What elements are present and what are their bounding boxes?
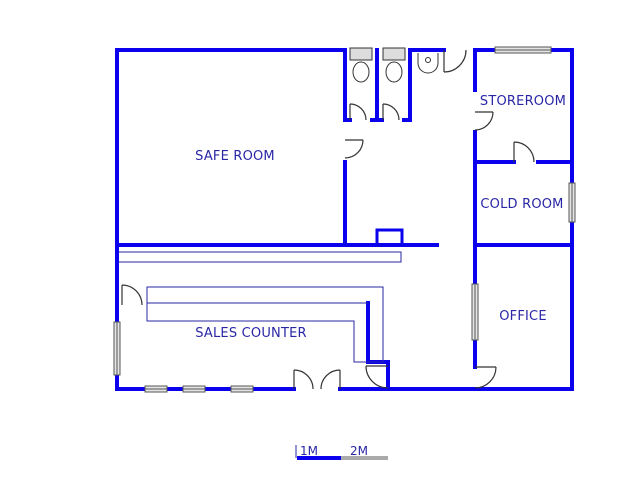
- label-cold-room: COLD ROOM: [480, 197, 563, 212]
- scale-label-2m: 2M: [350, 444, 368, 458]
- scale-label-1m: 1M: [300, 444, 318, 458]
- pillar-stub: [375, 228, 404, 247]
- door-sales-area: [121, 284, 143, 306]
- room-labels: SAFE ROOM STOREROOM COLD ROOM OFFICE SAL…: [195, 94, 566, 341]
- doors: [121, 49, 535, 390]
- door-cold-room: [513, 141, 535, 163]
- door-counter: [365, 365, 389, 389]
- counter-outlines: [119, 251, 402, 363]
- toilet-2-icon: [382, 47, 406, 83]
- basin-icon: [417, 53, 439, 74]
- label-safe-room: SAFE ROOM: [195, 149, 275, 164]
- door-top-entrance: [443, 49, 467, 73]
- door-storeroom: [474, 111, 494, 131]
- door-main-entrance: [293, 369, 341, 390]
- door-toilet-1: [349, 103, 367, 121]
- fixtures: [349, 47, 439, 83]
- door-office: [474, 366, 497, 389]
- sales-counter-outline: [146, 286, 384, 363]
- counter-shelf-upper: [119, 251, 402, 263]
- toilet-1-icon: [349, 47, 373, 83]
- scale-bar: 1M 2M: [295, 444, 388, 460]
- label-office: OFFICE: [499, 309, 547, 324]
- door-safe-room: [344, 139, 364, 159]
- label-sales-counter: SALES COUNTER: [195, 326, 307, 341]
- label-storeroom: STOREROOM: [480, 94, 566, 109]
- windows: [113, 46, 576, 393]
- door-toilet-2: [382, 103, 400, 121]
